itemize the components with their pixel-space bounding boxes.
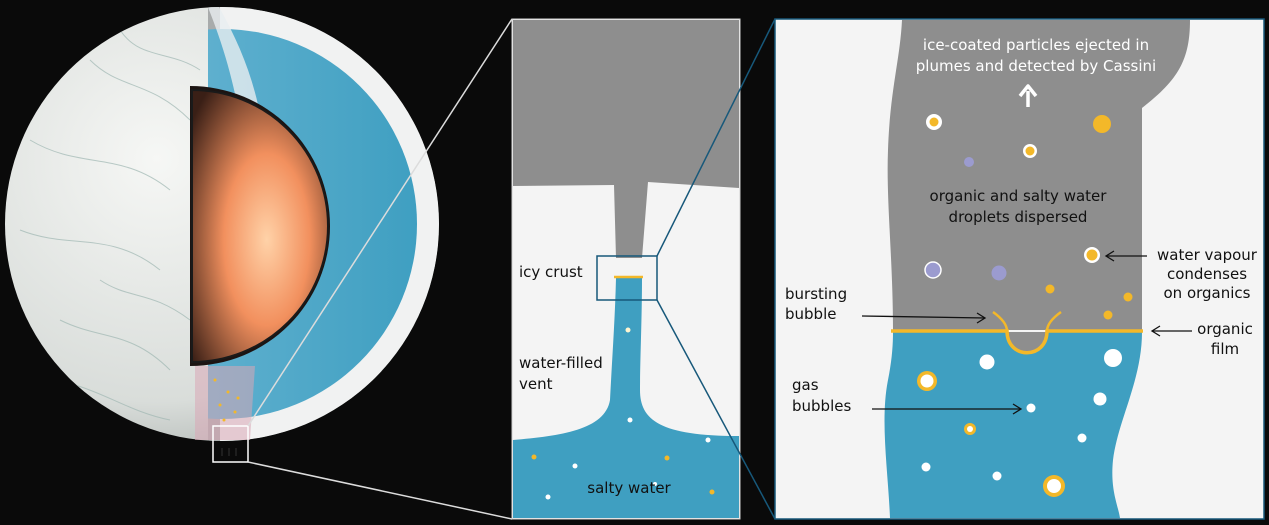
condenses-label-line2: condenses <box>1167 265 1247 283</box>
enceladus-globe <box>5 7 439 463</box>
dispersed-label-line1: organic and salty water <box>930 187 1108 205</box>
surface-fractures <box>19 29 201 421</box>
zoom-box-vent <box>212 425 249 463</box>
zoom-connectors-1 <box>247 18 513 520</box>
vent-marks <box>221 448 237 456</box>
ejected-label-line2: plumes and detected by Cassini <box>916 57 1156 75</box>
upward-arrow <box>1018 84 1038 107</box>
dispersed-label-line2: droplets dispersed <box>949 208 1088 226</box>
zoom-connectors-2 <box>656 18 776 520</box>
gas-bubbles-label-line1: gas <box>792 376 819 394</box>
vent-bubbles <box>531 327 715 500</box>
rocky-core <box>191 88 329 364</box>
ejected-label-line1: ice-coated particles ejected in <box>923 36 1149 54</box>
gas-bubbles-label-line2: bubbles <box>792 397 851 415</box>
burst-rim-left <box>992 310 1009 332</box>
organic-film-label-line1: organic <box>1197 320 1253 338</box>
water-vent-label-line1: water-filled <box>519 354 603 372</box>
condenses-label-line3: on organics <box>1164 284 1251 302</box>
plume-droplets <box>924 114 1133 320</box>
bursting-bubble-cavity <box>1007 332 1047 353</box>
interface-panel: ice-coated particles ejected in plumes a… <box>774 18 1265 520</box>
plume-gas-region <box>887 20 1190 330</box>
bursting-label-line1: bursting <box>785 285 847 303</box>
icy-crust-label: icy crust <box>519 263 583 281</box>
annotation-arrows <box>861 250 1192 415</box>
zoom-box-crust <box>596 255 658 301</box>
water-gas-bubbles <box>917 349 1122 497</box>
vent-water <box>513 278 739 518</box>
salty-water-label: salty water <box>587 479 671 497</box>
hydrothermal-glow <box>195 366 255 440</box>
bursting-label-line2: bubble <box>785 305 836 323</box>
water-vent-label-line2: vent <box>519 375 553 393</box>
organic-film-line <box>891 329 1143 355</box>
organic-film-label-line2: film <box>1211 340 1239 358</box>
interface-water <box>884 332 1142 518</box>
core-particles <box>213 378 240 422</box>
vent-panel: icy crust water-filled vent salty water <box>511 18 741 520</box>
icy-crust-rock <box>513 20 739 258</box>
burst-rim-right <box>1045 310 1062 332</box>
condenses-label-line1: water vapour <box>1157 246 1258 264</box>
